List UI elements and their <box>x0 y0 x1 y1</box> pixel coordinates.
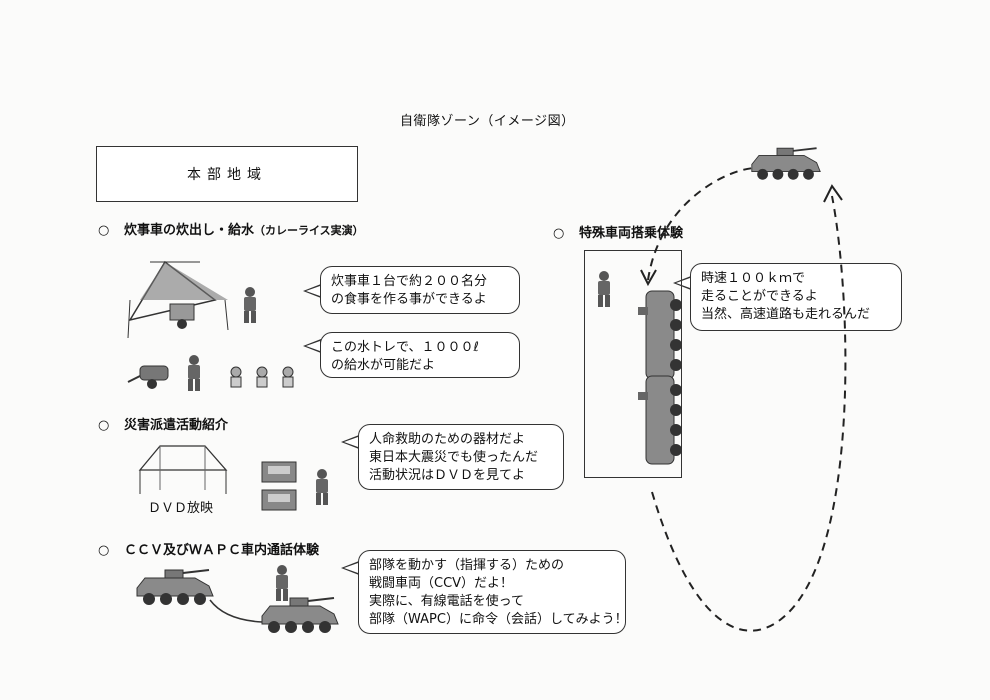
bubble-line: の食事を作る事ができるよ <box>331 292 487 307</box>
soldier-icon <box>188 355 200 391</box>
soldier-icon <box>244 287 256 323</box>
speech-bubble-speed: 時速１００ｋｍで 走ることができるよ 当然、高速道路も走れるんだ <box>673 263 902 331</box>
page-title: 自衛隊ゾーン（イメージ図） <box>400 114 575 129</box>
speech-bubble-cooking-car: 炊事車１台で約２００名分 の食事を作る事ができるよ <box>303 266 520 314</box>
bubble-tail <box>303 339 321 353</box>
armored-vehicle-icon <box>750 147 822 181</box>
section-bullet: ○ <box>98 543 110 558</box>
section-bullet: ○ <box>98 223 110 238</box>
bubble-tail <box>673 276 691 290</box>
bubble-line: 当然、高速道路も走れるんだ <box>701 307 871 322</box>
bubble-tail <box>341 435 359 449</box>
section-cooking: ○ 炊事車の炊出し・給水（カレーライス実演） <box>98 219 364 238</box>
section-special-vehicle: ○ 特殊車両搭乗体験 <box>553 222 683 241</box>
section-disaster-label: 災害派遣活動紹介 <box>124 418 229 433</box>
section-disaster: ○ 災害派遣活動紹介 <box>98 414 228 433</box>
bubble-line: 東日本大震災でも使ったんだ <box>369 450 539 465</box>
bubble-line: 炊事車１台で約２００名分 <box>331 274 488 289</box>
children-icon <box>230 366 294 388</box>
dvd-caption: ＤＶＤ放映 <box>148 501 214 516</box>
bubble-line: 活動状況はＤＶＤを見てよ <box>369 468 526 483</box>
bubble-tail <box>303 284 321 298</box>
tent-icon <box>127 260 229 339</box>
equipment-case-icon <box>261 461 297 511</box>
canopy-tent-icon <box>138 445 228 494</box>
hq-area-box: 本部地域 <box>96 146 358 202</box>
speech-bubble-ccv: 部隊を動かす（指揮する）ための 戦闘車両（CCV）だよ！ 実際に、有線電話を使っ… <box>341 550 628 634</box>
armored-vehicle-icon <box>637 375 683 465</box>
bubble-line: 戦闘車両（CCV）だよ！ <box>369 576 514 591</box>
section-ccv-label: ＣＣＶ及びＷＡＰＣ車内通話体験 <box>124 543 320 558</box>
soldier-icon <box>598 271 610 307</box>
bubble-line: 部隊（WAPC）に命令（会話）してみよう！ <box>369 612 628 627</box>
bubble-line: この水トレで、１０００ℓ <box>331 340 479 355</box>
speech-bubble-rescue: 人命救助のための器材だよ 東日本大震災でも使ったんだ 活動状況はＤＶＤを見てよ <box>341 424 564 490</box>
section-bullet: ○ <box>98 418 110 433</box>
bubble-line: の給水が可能だよ <box>331 358 436 373</box>
hq-area-label: 本部地域 <box>187 167 267 183</box>
section-cooking-note: （カレーライス実演） <box>254 224 364 237</box>
section-ccv: ○ ＣＣＶ及びＷＡＰＣ車内通話体験 <box>98 539 319 558</box>
water-trailer-icon <box>127 365 169 389</box>
armored-vehicle-icon <box>637 290 683 380</box>
armored-vehicle-icon <box>261 597 339 634</box>
section-special-label: 特殊車両搭乗体験 <box>579 226 684 241</box>
bubble-line: 実際に、有線電話を使って <box>369 594 524 609</box>
soldier-icon <box>276 565 288 601</box>
armored-vehicle-icon <box>136 569 214 606</box>
speech-bubble-water: この水トレで、１０００ℓ の給水が可能だよ <box>303 332 520 378</box>
section-cooking-label: 炊事車の炊出し・給水 <box>124 223 255 238</box>
phone-cable-icon <box>209 599 263 623</box>
route-arrow-icon <box>640 167 847 632</box>
bubble-line: 人命救助のための器材だよ <box>369 432 526 447</box>
bubble-line: 時速１００ｋｍで <box>701 271 806 286</box>
bubble-line: 走ることができるよ <box>701 289 818 304</box>
soldier-icon <box>316 469 328 505</box>
bubble-tail <box>341 561 359 575</box>
section-bullet: ○ <box>553 226 565 241</box>
bubble-line: 部隊を動かす（指揮する）ための <box>369 558 565 573</box>
